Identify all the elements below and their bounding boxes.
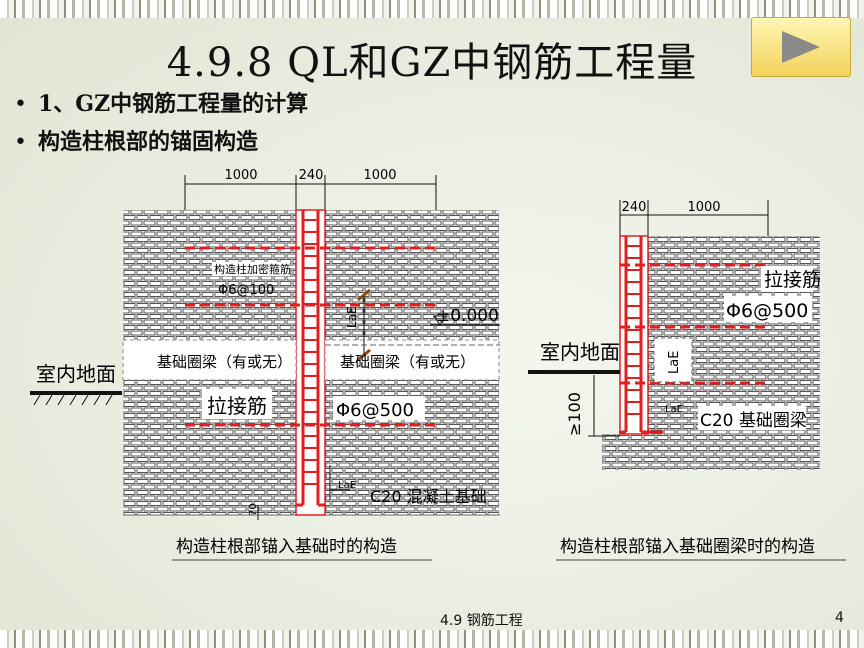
label-stirrup: 构造柱加密箍筋 bbox=[214, 262, 291, 276]
label-tie-bar-left: 拉接筋 bbox=[207, 394, 267, 418]
label-tie-spec-right: Φ6@500 bbox=[726, 300, 808, 322]
label-elevation: ±0.000 bbox=[436, 306, 499, 326]
tie-bars-left bbox=[185, 246, 436, 427]
dim-1000-right: 1000 bbox=[687, 200, 720, 215]
right-anchorage-diagram: 240 1000 LaE 拉接 bbox=[528, 200, 846, 561]
column-stirrups-right bbox=[626, 245, 641, 415]
left-anchorage-diagram: 1000 240 1000 bbox=[30, 168, 500, 561]
bullet-item: •构造柱根部的锚固构造 bbox=[14, 129, 259, 155]
dim-right-1000: 1000 bbox=[363, 168, 396, 183]
next-slide-button[interactable] bbox=[751, 17, 851, 77]
bullet-item: •1、GZ中钢筋工程量的计算 bbox=[14, 91, 309, 117]
top-decorative-stripe bbox=[0, 0, 864, 18]
label-ground-beam-right: 基础圈梁（有或无） bbox=[340, 353, 475, 371]
slide-title: 4.9.8 QL和GZ中钢筋工程量 bbox=[166, 40, 698, 86]
caption-right: 构造柱根部锚入基础圈梁时的构造 bbox=[560, 537, 815, 557]
label-floor-right: 室内地面 bbox=[540, 340, 620, 364]
label-lae-top: LaE bbox=[345, 306, 359, 328]
page-number: 4 bbox=[835, 610, 844, 626]
footer-section-title: 4.9 钢筋工程 bbox=[440, 613, 523, 629]
caption-left: 构造柱根部锚入基础时的构造 bbox=[176, 537, 397, 557]
bottom-decorative-stripe bbox=[0, 630, 864, 648]
label-height-right: ≥100 bbox=[565, 392, 584, 436]
label-foundation: C20 混凝土基础 bbox=[370, 487, 487, 506]
label-stirrup-spec: Φ6@100 bbox=[218, 283, 274, 298]
label-lae-right: LaE bbox=[667, 351, 682, 374]
brick-base-right-diagram bbox=[602, 434, 820, 470]
label-ground-beam-right-diagram: C20 基础圈梁 bbox=[700, 411, 807, 431]
label-tie-bar-right: 拉接筋 bbox=[764, 269, 821, 291]
dim-240: 240 bbox=[299, 168, 324, 183]
dim-left-1000: 1000 bbox=[224, 168, 257, 183]
tie-bars-right bbox=[620, 263, 768, 385]
label-lae-bottom-right: LaE bbox=[665, 404, 683, 415]
label-tie-spec-left: Φ6@500 bbox=[336, 400, 414, 421]
bullet-list: •1、GZ中钢筋工程量的计算 •构造柱根部的锚固构造 bbox=[14, 88, 308, 164]
label-ground-beam-left: 基础圈梁（有或无） bbox=[157, 353, 292, 371]
label-dim-70: 70 bbox=[248, 503, 259, 516]
label-floor-left: 室内地面 bbox=[36, 362, 116, 386]
play-triangle-icon bbox=[782, 31, 820, 63]
label-lae-bottom-left: LaE bbox=[338, 480, 356, 491]
dim-240-right: 240 bbox=[622, 200, 647, 215]
